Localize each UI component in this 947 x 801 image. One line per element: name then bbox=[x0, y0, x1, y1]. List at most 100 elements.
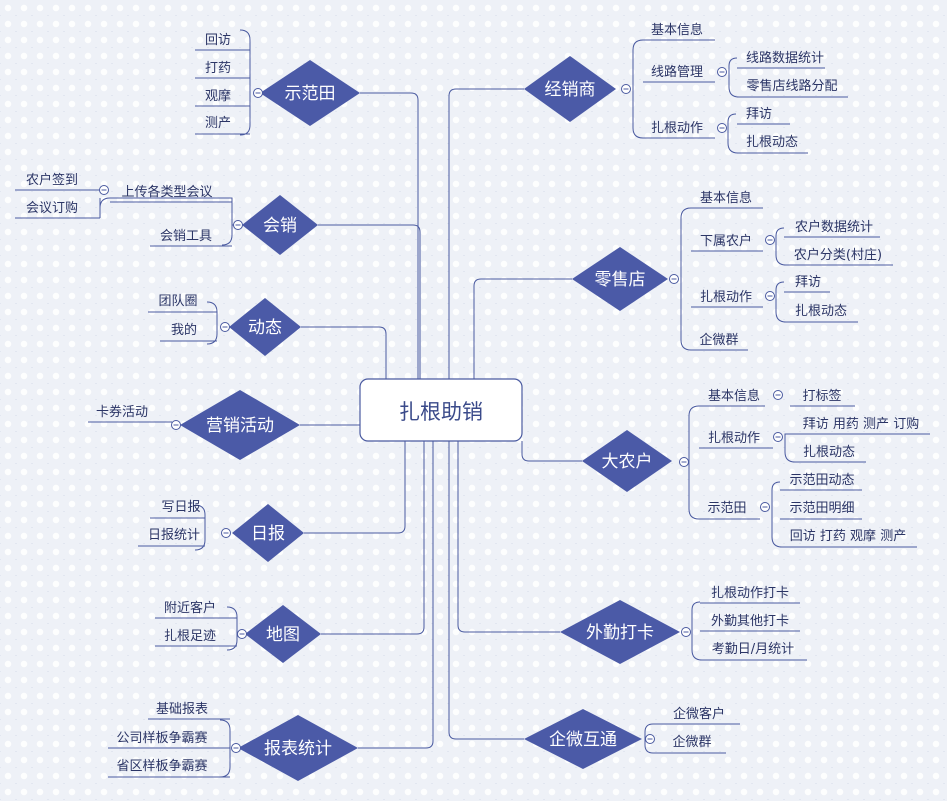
label-jingxiao-3[interactable]: 扎根动作 bbox=[651, 121, 703, 136]
root-label: 扎根助销 bbox=[399, 400, 483, 424]
connector-line bbox=[680, 279, 692, 351]
toggle-dongtai-collapse-icon[interactable] bbox=[220, 322, 230, 332]
connector-line bbox=[194, 533, 206, 551]
toggle-huixiao-collapse-icon[interactable] bbox=[233, 220, 243, 230]
label-baobiao-3[interactable]: 省区样板争霸赛 bbox=[116, 758, 207, 774]
label-qiwei-1[interactable]: 企微客户 bbox=[673, 706, 725, 722]
label-danonghu-3-3[interactable]: 回访 打药 观摩 测产 bbox=[790, 528, 906, 544]
label-danonghu-3-1[interactable]: 示范田动态 bbox=[789, 473, 854, 488]
node-baobiao-label: 报表统计 bbox=[264, 739, 332, 759]
toggle-baobiao-collapse-icon[interactable] bbox=[231, 743, 241, 753]
label-ditu-2[interactable]: 扎根足迹 bbox=[164, 629, 216, 644]
node-huixiao-label: 会销 bbox=[263, 216, 297, 236]
label-danonghu-2[interactable]: 扎根动作 bbox=[708, 431, 760, 446]
label-danonghu-1-1[interactable]: 打标签 bbox=[802, 388, 841, 404]
node-qiwei-label: 企微互通 bbox=[549, 730, 617, 750]
toggle-danonghu-collapse-icon[interactable] bbox=[679, 457, 689, 467]
label-lingshou-3-2[interactable]: 扎根动态 bbox=[795, 304, 847, 319]
label-ribao-1[interactable]: 写日报 bbox=[161, 500, 200, 515]
toggle-ribao-collapse-icon[interactable] bbox=[221, 528, 231, 538]
label-dongtai-2[interactable]: 我的 bbox=[171, 322, 197, 338]
label-lingshou-2-1[interactable]: 农户数据统计 bbox=[795, 219, 873, 235]
toggle-jingxiao-3-collapse-icon[interactable] bbox=[717, 123, 727, 133]
connector-line bbox=[728, 57, 738, 72]
node-shifantian-diamond[interactable] bbox=[260, 60, 360, 126]
label-danonghu-2-1[interactable]: 拜访 用药 测产 订购 bbox=[803, 416, 919, 432]
connector-line bbox=[473, 278, 572, 379]
label-waiqin-1[interactable]: 扎根动作打卡 bbox=[711, 586, 789, 601]
node-huixiao-diamond[interactable] bbox=[242, 195, 318, 255]
node-lingshou-diamond[interactable] bbox=[572, 247, 668, 311]
toggle-danonghu-3-collapse-icon[interactable] bbox=[760, 502, 770, 512]
label-jingxiao-3-2[interactable]: 扎根动态 bbox=[746, 135, 798, 150]
node-ribao-diamond[interactable] bbox=[232, 504, 304, 562]
label-shifantian-1[interactable]: 回访 bbox=[205, 33, 231, 48]
toggle-shifantian-collapse-icon[interactable] bbox=[253, 88, 263, 98]
node-yingxiao-diamond[interactable] bbox=[180, 390, 300, 460]
label-waiqin-2[interactable]: 外勤其他打卡 bbox=[711, 614, 789, 629]
toggle-jingxiao-collapse-icon[interactable] bbox=[621, 84, 631, 94]
label-jingxiao-2-1[interactable]: 线路数据统计 bbox=[746, 50, 824, 66]
toggle-danonghu-2-collapse-icon[interactable] bbox=[773, 432, 783, 442]
label-waiqin-3[interactable]: 考勤日/月统计 bbox=[712, 642, 794, 657]
toggle-lingshou-3-collapse-icon[interactable] bbox=[765, 291, 775, 301]
label-huixiao-2[interactable]: 会销工具 bbox=[160, 229, 212, 244]
label-lingshou-2[interactable]: 下属农户 bbox=[700, 233, 752, 249]
root-box[interactable] bbox=[359, 378, 523, 442]
label-danonghu-1[interactable]: 基本信息 bbox=[708, 388, 760, 404]
label-lingshou-1[interactable]: 基本信息 bbox=[700, 190, 752, 206]
connector-line bbox=[728, 72, 740, 98]
label-shifantian-4[interactable]: 测产 bbox=[205, 116, 231, 131]
connector-lines bbox=[99, 29, 796, 778]
label-lingshou-3[interactable]: 扎根动作 bbox=[700, 290, 752, 305]
label-shifantian-3[interactable]: 观摩 bbox=[205, 88, 231, 104]
node-qiwei-diamond[interactable] bbox=[524, 709, 642, 769]
root-node[interactable]: 扎根助销 bbox=[359, 378, 523, 442]
toggle-qiwei-collapse-icon[interactable] bbox=[645, 734, 655, 744]
toggle-danonghu-1-collapse-icon[interactable] bbox=[773, 390, 783, 400]
node-danonghu-diamond[interactable] bbox=[582, 430, 672, 492]
toggle-jingxiao-2-collapse-icon[interactable] bbox=[717, 67, 727, 77]
label-lingshou-3-1[interactable]: 拜访 bbox=[795, 275, 821, 290]
label-lingshou-2-2[interactable]: 农户分类(村庄) bbox=[794, 247, 882, 263]
label-huixiao-1-1[interactable]: 农户签到 bbox=[26, 172, 78, 188]
toggle-waiqin-collapse-icon[interactable] bbox=[681, 627, 691, 637]
label-baobiao-1[interactable]: 基础报表 bbox=[156, 702, 208, 717]
toggle-yingxiao-collapse-icon[interactable] bbox=[171, 420, 181, 430]
label-baobiao-2[interactable]: 公司样板争霸赛 bbox=[116, 730, 207, 746]
node-jingxiao-diamond[interactable] bbox=[524, 56, 616, 122]
label-danonghu-3-2[interactable]: 示范田明细 bbox=[789, 501, 854, 516]
toggle-ditu-collapse-icon[interactable] bbox=[237, 629, 247, 639]
label-jingxiao-1[interactable]: 基本信息 bbox=[651, 22, 703, 38]
node-waiqin-diamond[interactable] bbox=[560, 600, 680, 664]
node-baobiao-diamond[interactable] bbox=[238, 715, 358, 781]
label-huixiao-1[interactable]: 上传各类型会议 bbox=[121, 184, 212, 200]
label-danonghu-2-2[interactable]: 扎根动态 bbox=[803, 445, 855, 460]
toggle-lingshou-collapse-icon[interactable] bbox=[669, 274, 679, 284]
label-jingxiao-2[interactable]: 线路管理 bbox=[651, 64, 703, 80]
label-shifantian-2[interactable]: 打药 bbox=[205, 61, 231, 76]
node-ditu-diamond[interactable] bbox=[245, 605, 321, 663]
label-huixiao-1-2[interactable]: 会议订购 bbox=[26, 200, 78, 216]
toggle-lingshou-2-collapse-icon[interactable] bbox=[765, 235, 775, 245]
connector-line bbox=[448, 88, 524, 379]
connector-line bbox=[691, 601, 701, 632]
label-dongtai-1[interactable]: 团队圈 bbox=[158, 294, 197, 309]
node-ribao-label: 日报 bbox=[251, 524, 285, 544]
label-danonghu-3[interactable]: 示范田 bbox=[707, 501, 746, 516]
label-lingshou-4[interactable]: 企微群 bbox=[699, 332, 738, 348]
connector-line bbox=[318, 224, 421, 379]
node-waiqin-label: 外勤打卡 bbox=[586, 623, 654, 643]
label-ribao-2[interactable]: 日报统计 bbox=[148, 528, 200, 543]
label-yingxiao-1[interactable]: 卡券活动 bbox=[96, 404, 148, 420]
node-jingxiao-label: 经销商 bbox=[545, 80, 596, 100]
toggle-huixiao-1-collapse-icon[interactable] bbox=[99, 185, 109, 195]
node-dongtai-diamond[interactable] bbox=[229, 298, 301, 356]
label-jingxiao-3-1[interactable]: 拜访 bbox=[746, 107, 772, 122]
connector-line bbox=[194, 504, 206, 533]
label-ditu-1[interactable]: 附近客户 bbox=[164, 600, 216, 616]
connector-line bbox=[358, 441, 434, 749]
label-qiwei-2[interactable]: 企微群 bbox=[672, 734, 711, 750]
label-jingxiao-2-2[interactable]: 零售店线路分配 bbox=[746, 78, 837, 94]
